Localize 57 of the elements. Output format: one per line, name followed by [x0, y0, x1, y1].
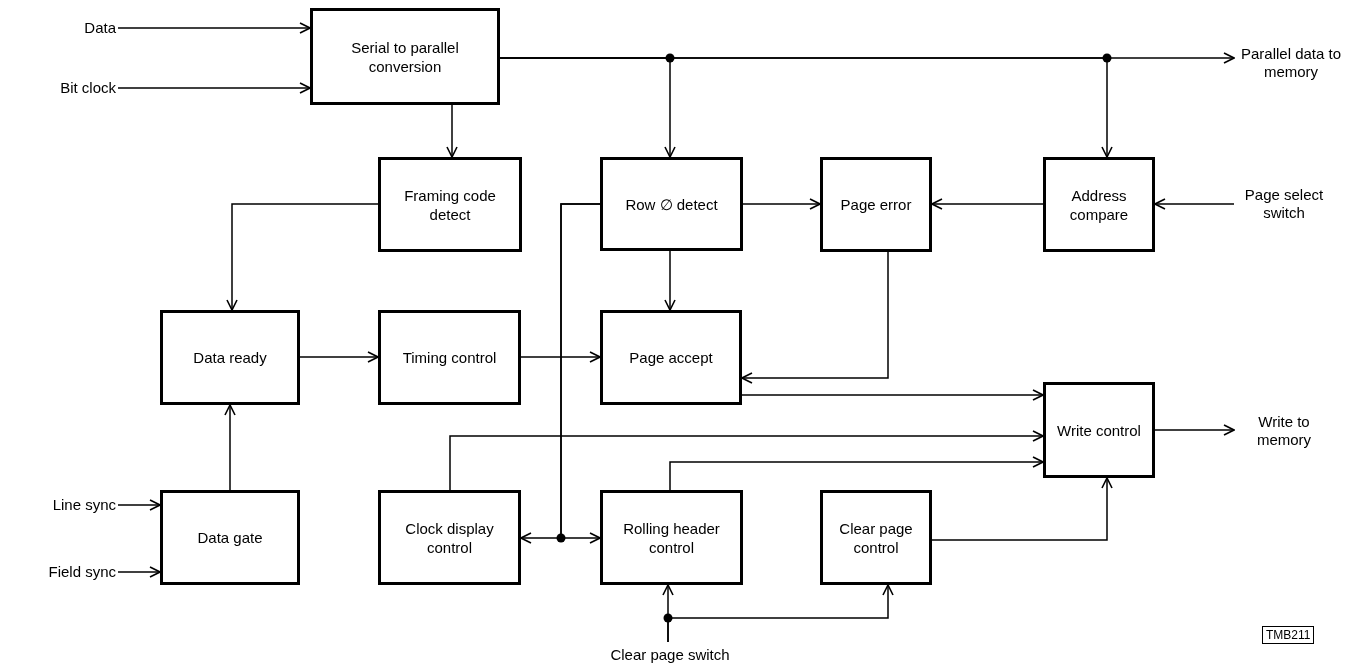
signal-label: Bit clock: [60, 79, 116, 97]
process-box: [820, 157, 932, 252]
signal-label: Line sync: [52, 496, 116, 514]
box-label: Clock display control: [404, 518, 495, 557]
arrow: [667, 584, 894, 643]
arrow: [224, 404, 236, 491]
signal-label: Write to memory: [1255, 413, 1313, 449]
box-label: Rolling header control: [622, 518, 721, 557]
process-box: [378, 157, 522, 252]
signal-label: Parallel data to memory: [1239, 45, 1343, 81]
signal-label: Field sync: [48, 563, 116, 581]
box-label: Data gate: [197, 528, 263, 547]
arrow: [446, 104, 458, 158]
arrow: [117, 566, 161, 578]
signal-label: Data: [84, 19, 116, 37]
process-box: [600, 157, 743, 251]
arrow: [117, 22, 311, 34]
box-label: Timing control: [402, 348, 497, 367]
box-label: Data ready: [193, 348, 267, 367]
arrow: [226, 203, 379, 311]
process-box: [310, 8, 500, 105]
process-box: [1043, 382, 1155, 478]
process-box: [600, 490, 743, 585]
box-label: Page accept: [629, 348, 713, 367]
arrow: [1154, 198, 1235, 210]
process-box: [600, 310, 742, 405]
arrow: [664, 250, 676, 311]
box-label: Serial to parallel conversion: [350, 37, 460, 76]
box-label: Row ∅ detect: [625, 194, 718, 214]
arrow: [1154, 424, 1235, 436]
box-label: Page error: [840, 195, 912, 214]
arrow: [669, 456, 1044, 491]
arrow: [520, 351, 601, 363]
process-box: [378, 310, 521, 405]
box-label: Write control: [1057, 420, 1141, 440]
arrow: [449, 430, 1044, 491]
box-label: Framing code detect: [403, 185, 497, 224]
arrow: [931, 198, 1044, 210]
process-box: [1043, 157, 1155, 252]
arrow: [931, 477, 1113, 541]
signal-label: Clear page switch: [610, 646, 730, 664]
arrow: [560, 203, 601, 544]
arrow: [299, 351, 379, 363]
signal-label: Page select switch: [1243, 186, 1325, 222]
arrow: [117, 82, 311, 94]
box-label: Clear page control: [838, 518, 914, 557]
process-box: [378, 490, 521, 585]
arrow: [741, 389, 1044, 401]
process-box: [820, 490, 932, 585]
process-box: [160, 310, 300, 405]
arrow: [499, 57, 1113, 158]
arrow: [117, 499, 161, 511]
arrow: [741, 251, 889, 384]
process-box: [160, 490, 300, 585]
box-label: Address compare: [1068, 185, 1130, 224]
figure-code: TMB211: [1262, 626, 1315, 644]
arrow: [742, 198, 821, 210]
